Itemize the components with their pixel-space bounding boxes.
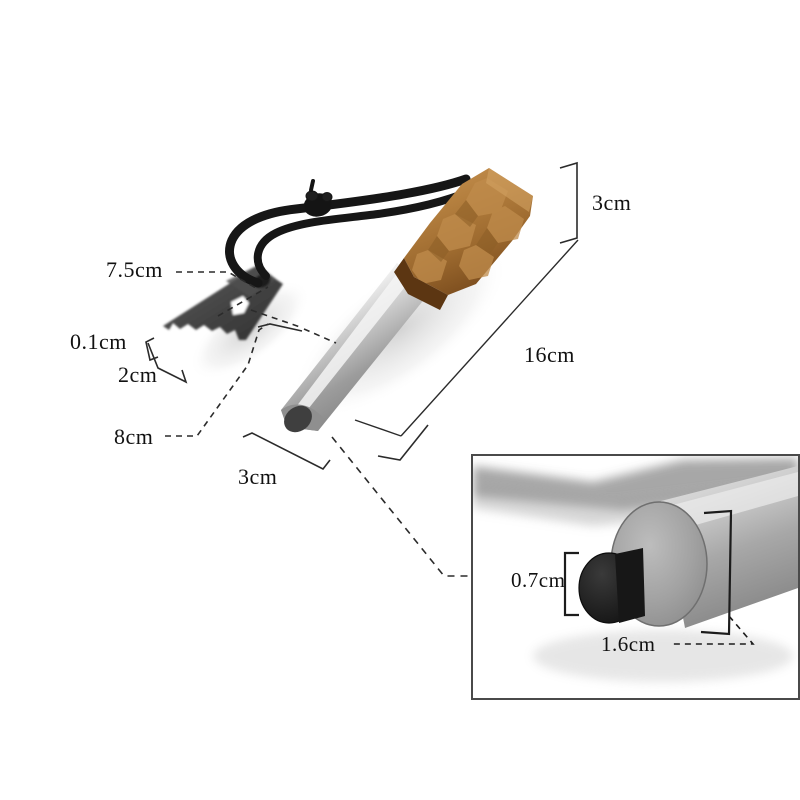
rod-tip-closeup-image [473, 458, 798, 682]
paracord-lanyard [225, 174, 472, 288]
dimension-label-striker-thickness: 0.1cm [70, 329, 127, 354]
wood-handle [394, 168, 533, 310]
dimension-label-striker-width: 2cm [118, 362, 158, 387]
dimension-rod-bracket [257, 323, 303, 332]
dimension-rod-exposed-length [165, 323, 337, 437]
inset-label-ferro-diameter: 1.6cm [601, 632, 656, 656]
rod-tip-closeup-panel: 0.7cm 1.6cm [471, 454, 800, 700]
dimension-label-total-length: 16cm [524, 342, 575, 367]
inset-dimension-brackets [563, 509, 755, 645]
dimension-label-handle-diameter: 3cm [592, 190, 632, 215]
inset-leader-line [331, 436, 472, 577]
inset-label-magnesium-diameter: 0.7cm [511, 568, 566, 592]
dimension-total-length [354, 239, 579, 437]
dimension-handle-diameter [559, 161, 578, 244]
product-shadow [189, 241, 509, 419]
dimension-striker-length [176, 271, 301, 328]
striker-plate [163, 265, 283, 340]
ferro-rod [281, 263, 430, 433]
dimension-striker-thickness [145, 337, 159, 362]
dimension-label-rod-tip-section: 3cm [238, 464, 278, 489]
dimension-rod-tip-bracket-upper [377, 424, 429, 461]
handle-facets [412, 178, 524, 284]
cord-knot [303, 179, 333, 217]
handle-facet-shadows [428, 200, 498, 262]
dimension-label-rod-exposed: 8cm [114, 424, 154, 449]
dimension-label-striker-length: 7.5cm [106, 257, 163, 282]
inset-magnesium-rod [578, 548, 645, 624]
